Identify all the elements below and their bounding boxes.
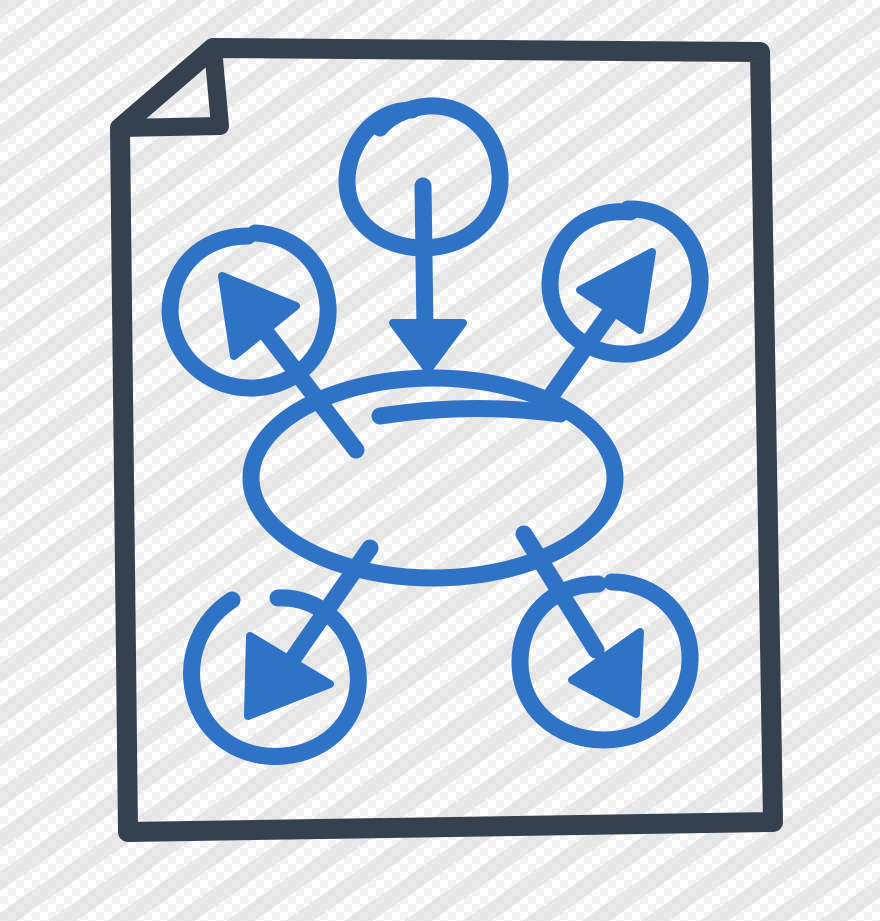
folded-corner — [111, 39, 229, 137]
outbound-node-upper-right — [539, 200, 709, 409]
node-circle — [338, 97, 509, 257]
node-circle — [161, 224, 337, 397]
mind-map-diagram — [161, 97, 709, 765]
node-circle — [541, 200, 709, 363]
arrow-head — [389, 319, 467, 374]
arrow-head — [244, 632, 334, 720]
node-circle — [511, 573, 699, 749]
paper-outline — [110, 38, 783, 842]
arrow-shaft — [259, 326, 365, 459]
arrow-shaft — [539, 301, 621, 409]
center-ellipse-overstroke — [371, 399, 569, 425]
paper-sheet — [110, 38, 783, 842]
arrow-head — [568, 628, 644, 718]
arrow-shaft — [283, 539, 379, 669]
node-circle — [183, 589, 367, 765]
arrow-head — [218, 272, 300, 360]
center-ellipse — [242, 369, 624, 587]
arrow-shaft — [414, 177, 434, 339]
inbound-node-top — [338, 97, 509, 374]
arrow-head — [576, 248, 656, 334]
arrow-shaft — [515, 525, 605, 659]
outbound-node-upper-left — [161, 224, 365, 459]
outbound-node-lower-left — [183, 539, 379, 765]
outbound-node-lower-right — [511, 525, 699, 749]
